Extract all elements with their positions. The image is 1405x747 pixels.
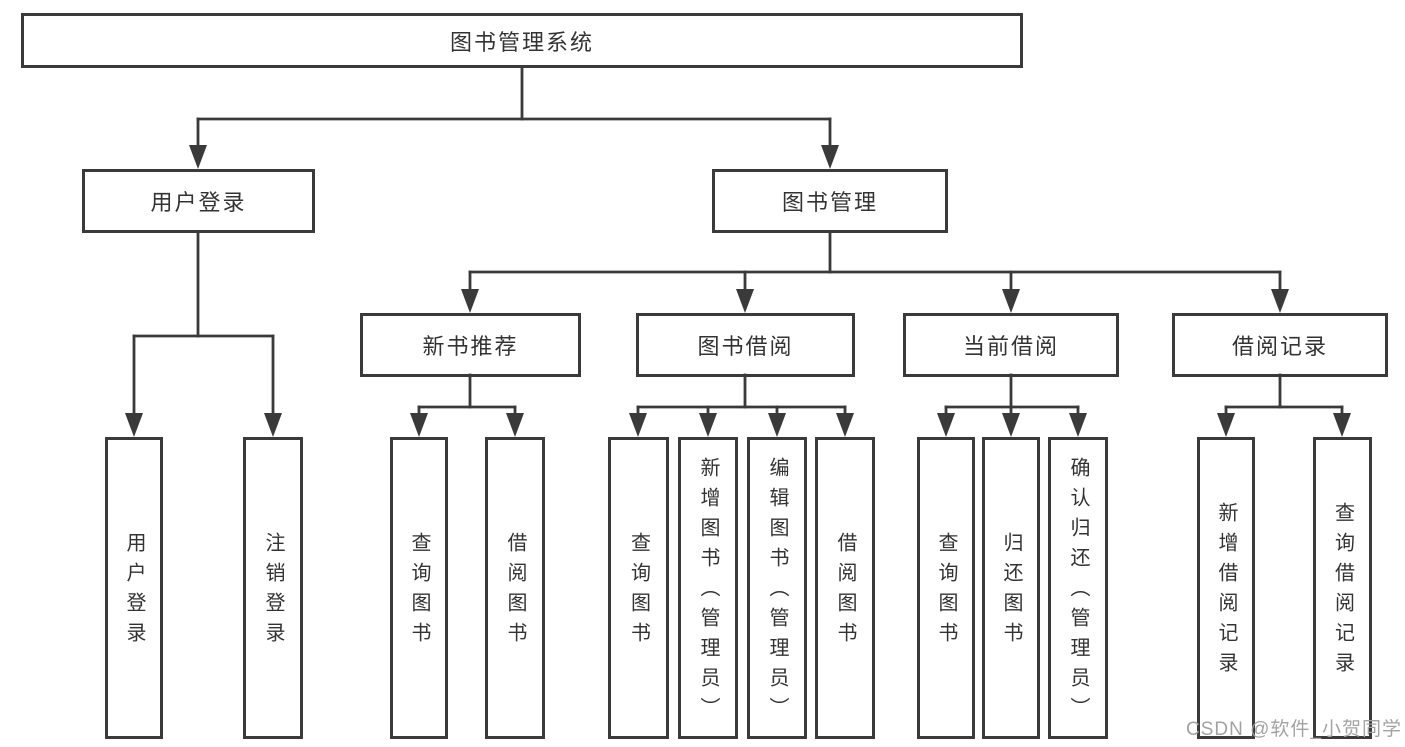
arrowhead-icon — [410, 413, 428, 437]
arrowhead-icon — [125, 413, 143, 437]
leaf-newbook-query-books: 查询图书 — [390, 437, 448, 739]
arrowhead-icon — [699, 413, 717, 437]
leaf-borrow-edit-books-admin: 编辑图书（管理员） — [747, 437, 807, 739]
leaf-records-add-record: 新增借阅记录 — [1197, 437, 1255, 739]
leaf-borrow-add-books-admin: 新增图书（管理员） — [678, 437, 738, 739]
arrowhead-icon — [736, 289, 754, 313]
arrowhead-icon — [461, 289, 479, 313]
arrowhead-icon — [1217, 413, 1235, 437]
watermark-text: CSDN @软件_小贺同学 — [1186, 719, 1402, 740]
arrowhead-icon — [821, 145, 839, 169]
arrowhead-icon — [1333, 413, 1351, 437]
arrowhead-icon — [629, 413, 647, 437]
arrowhead-icon — [189, 145, 207, 169]
node-user-login: 用户登录 — [82, 169, 315, 233]
arrowhead-icon — [1002, 289, 1020, 313]
leaf-current-query-books: 查询图书 — [917, 437, 975, 739]
leaf-borrow-borrow-books: 借阅图书 — [815, 437, 875, 739]
leaf-current-confirm-return-admin: 确认归还（管理员） — [1048, 437, 1108, 739]
leaf-records-query-record: 查询借阅记录 — [1313, 437, 1372, 739]
leaf-newbook-borrow-books: 借阅图书 — [485, 437, 545, 739]
node-book-management: 图书管理 — [712, 169, 948, 233]
arrowhead-icon — [506, 413, 524, 437]
arrowhead-icon — [1069, 413, 1087, 437]
arrowhead-icon — [264, 413, 282, 437]
arrowhead-icon — [836, 413, 854, 437]
arrowhead-icon — [1271, 289, 1289, 313]
arrowhead-icon — [768, 413, 786, 437]
node-current-borrowing: 当前借阅 — [903, 313, 1119, 377]
node-book-borrowing: 图书借阅 — [636, 313, 855, 377]
leaf-borrow-query-books: 查询图书 — [608, 437, 669, 739]
leaf-user-login: 用户登录 — [105, 437, 163, 739]
leaf-current-return-books: 归还图书 — [982, 437, 1040, 739]
arrowhead-icon — [1002, 413, 1020, 437]
node-root: 图书管理系统 — [21, 13, 1023, 68]
leaf-logout: 注销登录 — [243, 437, 303, 739]
arrowhead-icon — [937, 413, 955, 437]
node-new-book-recommend: 新书推荐 — [360, 313, 581, 377]
node-borrowing-records: 借阅记录 — [1172, 313, 1388, 377]
